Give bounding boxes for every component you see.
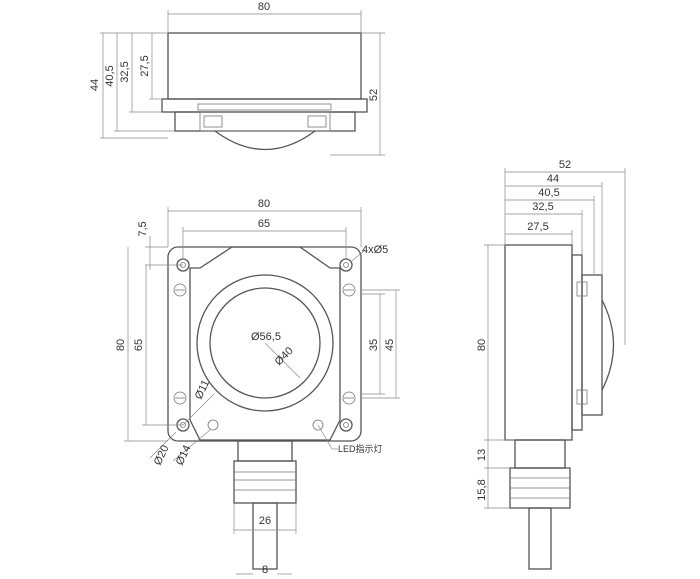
front-dia-14: Ø14 bbox=[174, 443, 194, 467]
front-inner-dia: Ø40 bbox=[273, 345, 296, 368]
cable-gland-nut bbox=[233, 460, 297, 504]
front-width-80: 80 bbox=[258, 198, 270, 210]
side-depth-27-5: 27,5 bbox=[527, 221, 548, 233]
front-window-dia: Ø56,5 bbox=[251, 331, 281, 343]
led-indicator bbox=[207, 419, 219, 431]
front-dim-45: 45 bbox=[384, 339, 396, 351]
front-view: 80 65 7,5 4xØ5 80 65 Ø56,5 Ø40 35 45 bbox=[115, 198, 400, 576]
front-offset-7-5: 7,5 bbox=[137, 221, 149, 236]
side-depth-40-5: 40,5 bbox=[538, 187, 559, 199]
side-view: 52 44 40,5 32,5 27,5 80 13 15,8 bbox=[476, 159, 626, 570]
front-dim-35: 35 bbox=[368, 339, 380, 351]
front-cable-width: 8 bbox=[262, 564, 268, 576]
top-housing bbox=[167, 32, 362, 100]
front-dia-20: Ø20 bbox=[152, 443, 172, 467]
screws bbox=[173, 283, 356, 405]
side-dome bbox=[601, 299, 615, 391]
led-label: LED指示灯 bbox=[338, 443, 383, 454]
top-view: 80 44 40,5 32,5 27,5 52 bbox=[89, 1, 385, 156]
side-plate bbox=[581, 274, 603, 416]
top-total-height: 52 bbox=[368, 89, 380, 101]
side-gland-13: 13 bbox=[476, 449, 488, 461]
front-height-65: 65 bbox=[133, 339, 145, 351]
top-height-27-5: 27,5 bbox=[139, 55, 151, 76]
front-window-inner bbox=[209, 287, 321, 399]
top-width-label: 80 bbox=[258, 1, 270, 13]
side-cable bbox=[528, 507, 552, 570]
side-depth-44: 44 bbox=[547, 173, 559, 185]
cable bbox=[252, 502, 278, 570]
front-inner-face bbox=[189, 246, 341, 441]
front-height-80: 80 bbox=[115, 339, 127, 351]
front-gland-width: 26 bbox=[259, 515, 271, 527]
side-depth-52: 52 bbox=[559, 159, 571, 171]
top-height-40-5: 40,5 bbox=[104, 65, 116, 86]
top-height-44: 44 bbox=[89, 79, 101, 91]
cable-gland-body bbox=[237, 440, 293, 462]
side-depth-32-5: 32,5 bbox=[532, 201, 553, 213]
front-width-65: 65 bbox=[258, 218, 270, 230]
side-gland-15-8: 15,8 bbox=[476, 479, 488, 500]
side-housing bbox=[504, 244, 573, 441]
top-dome bbox=[214, 130, 316, 150]
top-plate bbox=[174, 111, 356, 132]
front-window-outer bbox=[196, 274, 334, 412]
side-gland-body bbox=[514, 439, 566, 469]
front-holes-label: 4xØ5 bbox=[362, 244, 388, 256]
side-height-80: 80 bbox=[476, 339, 488, 351]
top-height-32-5: 32,5 bbox=[119, 61, 131, 82]
